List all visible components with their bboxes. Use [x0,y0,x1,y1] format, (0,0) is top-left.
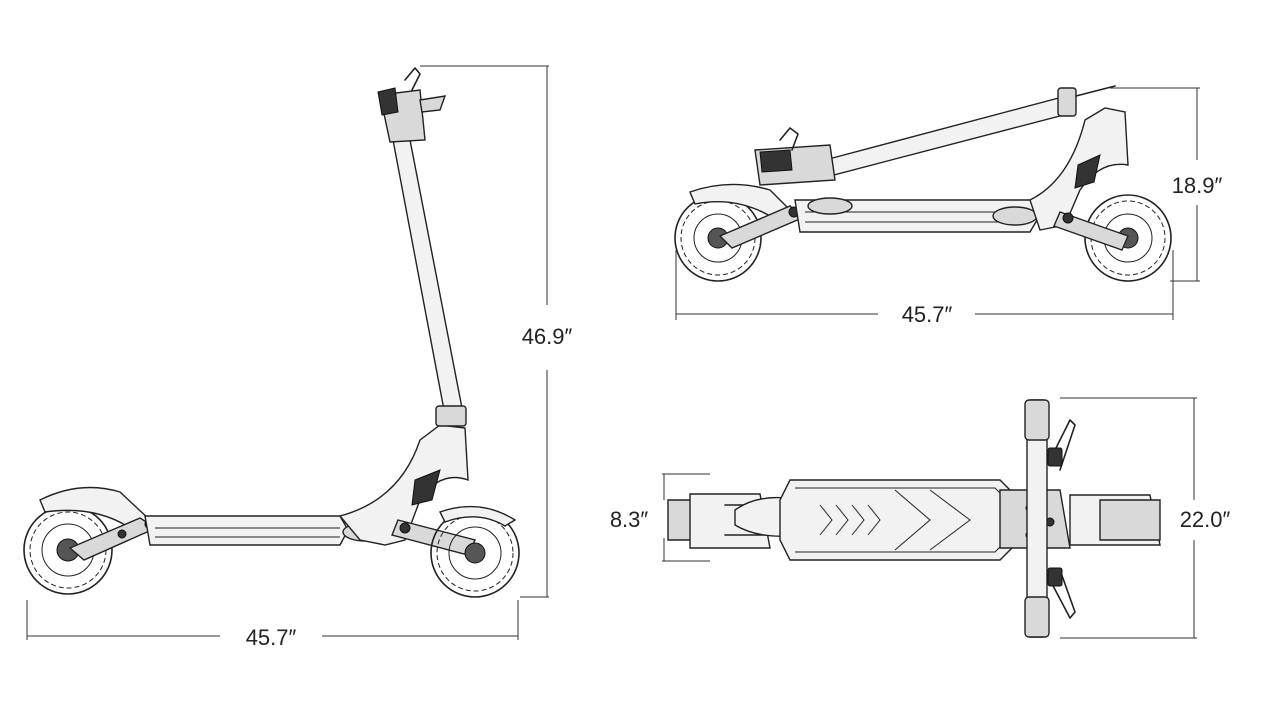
top-handlebar [1024,399,1076,638]
side-view-folded: 18.9″ 45.7″ [674,85,1223,327]
top-view: 8.3″ 22.0″ [610,397,1231,639]
handlebar-controls [377,67,447,143]
folded-height-label: 18.9″ [1172,173,1223,198]
folded-rear-fender [689,183,792,217]
height-dimension: 46.9″ [420,65,573,598]
folded-length-dimension: 45.7″ [675,250,1174,327]
stem-clamp [435,405,467,427]
side-view-upright: 46.9″ 45.7″ [23,65,573,650]
handlebar-width-label: 22.0″ [1180,507,1231,532]
folded-length-label: 45.7″ [902,302,953,327]
folded-stem [824,94,1076,177]
upright-length-label: 45.7″ [246,625,297,650]
rear-swing-arm [68,517,158,561]
folded-deck [794,199,1041,233]
upright-length-dimension: 45.7″ [26,600,519,650]
stem [392,139,463,411]
front-fender [439,505,517,527]
deck-width-dimension: 8.3″ [610,473,710,562]
top-deck [779,479,1021,561]
deck-width-label: 8.3″ [610,507,649,532]
deck-chevrons [819,489,971,551]
folded-height-dimension: 18.9″ [1110,87,1223,282]
folded-handlebar-controls [754,127,836,186]
handlebar-width-dimension: 22.0″ [1060,397,1231,639]
deck [144,515,349,546]
upright-height-label: 46.9″ [522,324,573,349]
